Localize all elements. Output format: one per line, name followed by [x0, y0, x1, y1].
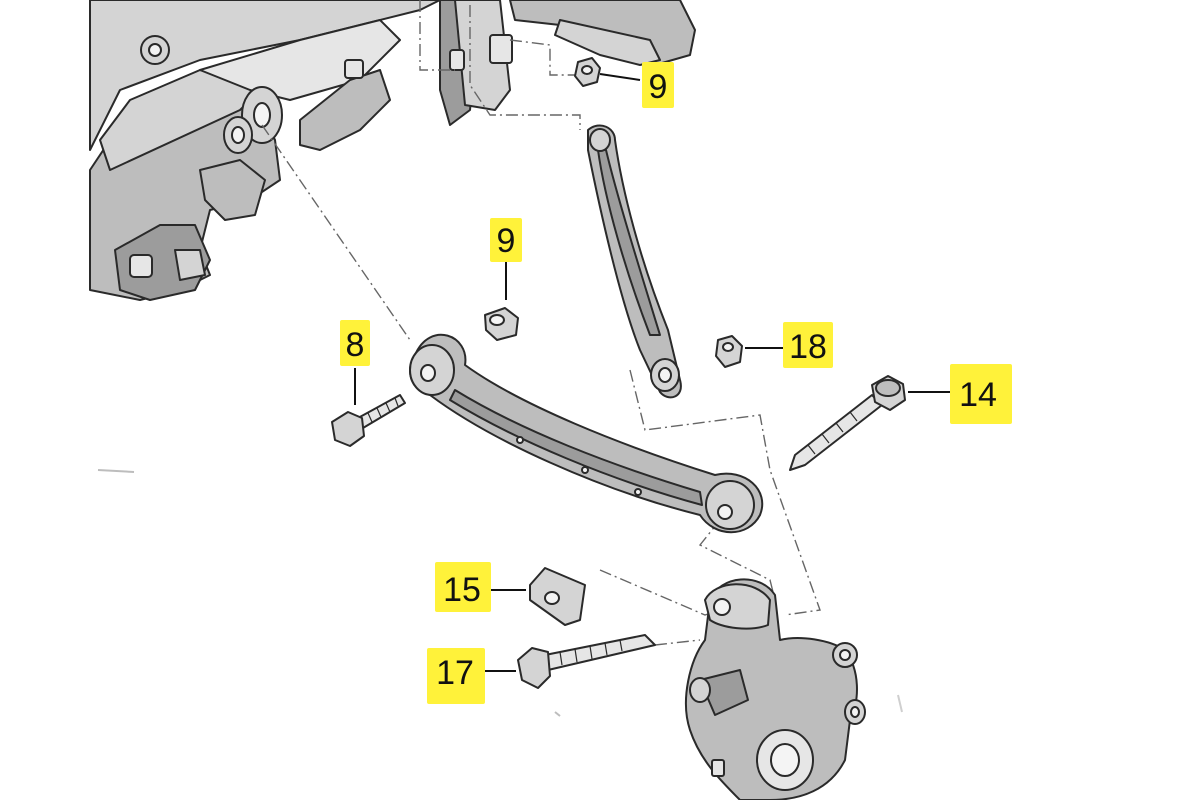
callout-8: 8 — [340, 320, 370, 366]
callout-9-middle: 9 — [490, 218, 522, 262]
bolt-8 — [331, 394, 406, 447]
stray-mark — [97, 469, 135, 473]
wheel-carrier — [684, 578, 866, 800]
stray-mark — [897, 694, 903, 713]
callout-15: 15 — [435, 562, 491, 612]
lower-control-arm — [409, 333, 764, 534]
callout-label: 18 — [789, 328, 827, 366]
upper-link-arm — [587, 124, 682, 399]
callout-label: 9 — [497, 222, 516, 260]
bolt-17 — [517, 634, 656, 689]
callout-label: 8 — [346, 326, 365, 364]
nut-9-upper — [574, 57, 601, 87]
nut-18 — [715, 335, 743, 368]
nut-15 — [529, 567, 586, 626]
leader-lines — [354, 73, 954, 672]
callout-label: 17 — [436, 654, 474, 692]
subframe — [89, 0, 696, 301]
callout-label: 9 — [649, 68, 668, 106]
callout-label: 14 — [959, 376, 997, 414]
nut-9-middle — [484, 307, 519, 341]
callout-17: 17 — [427, 648, 485, 704]
callout-9-upper: 9 — [642, 62, 674, 108]
stray-mark — [554, 711, 561, 717]
bolt-14 — [789, 375, 906, 471]
callout-14: 14 — [950, 364, 1012, 424]
callout-18: 18 — [783, 322, 833, 368]
callout-label: 15 — [443, 571, 481, 609]
assembly-lines — [261, 0, 821, 646]
